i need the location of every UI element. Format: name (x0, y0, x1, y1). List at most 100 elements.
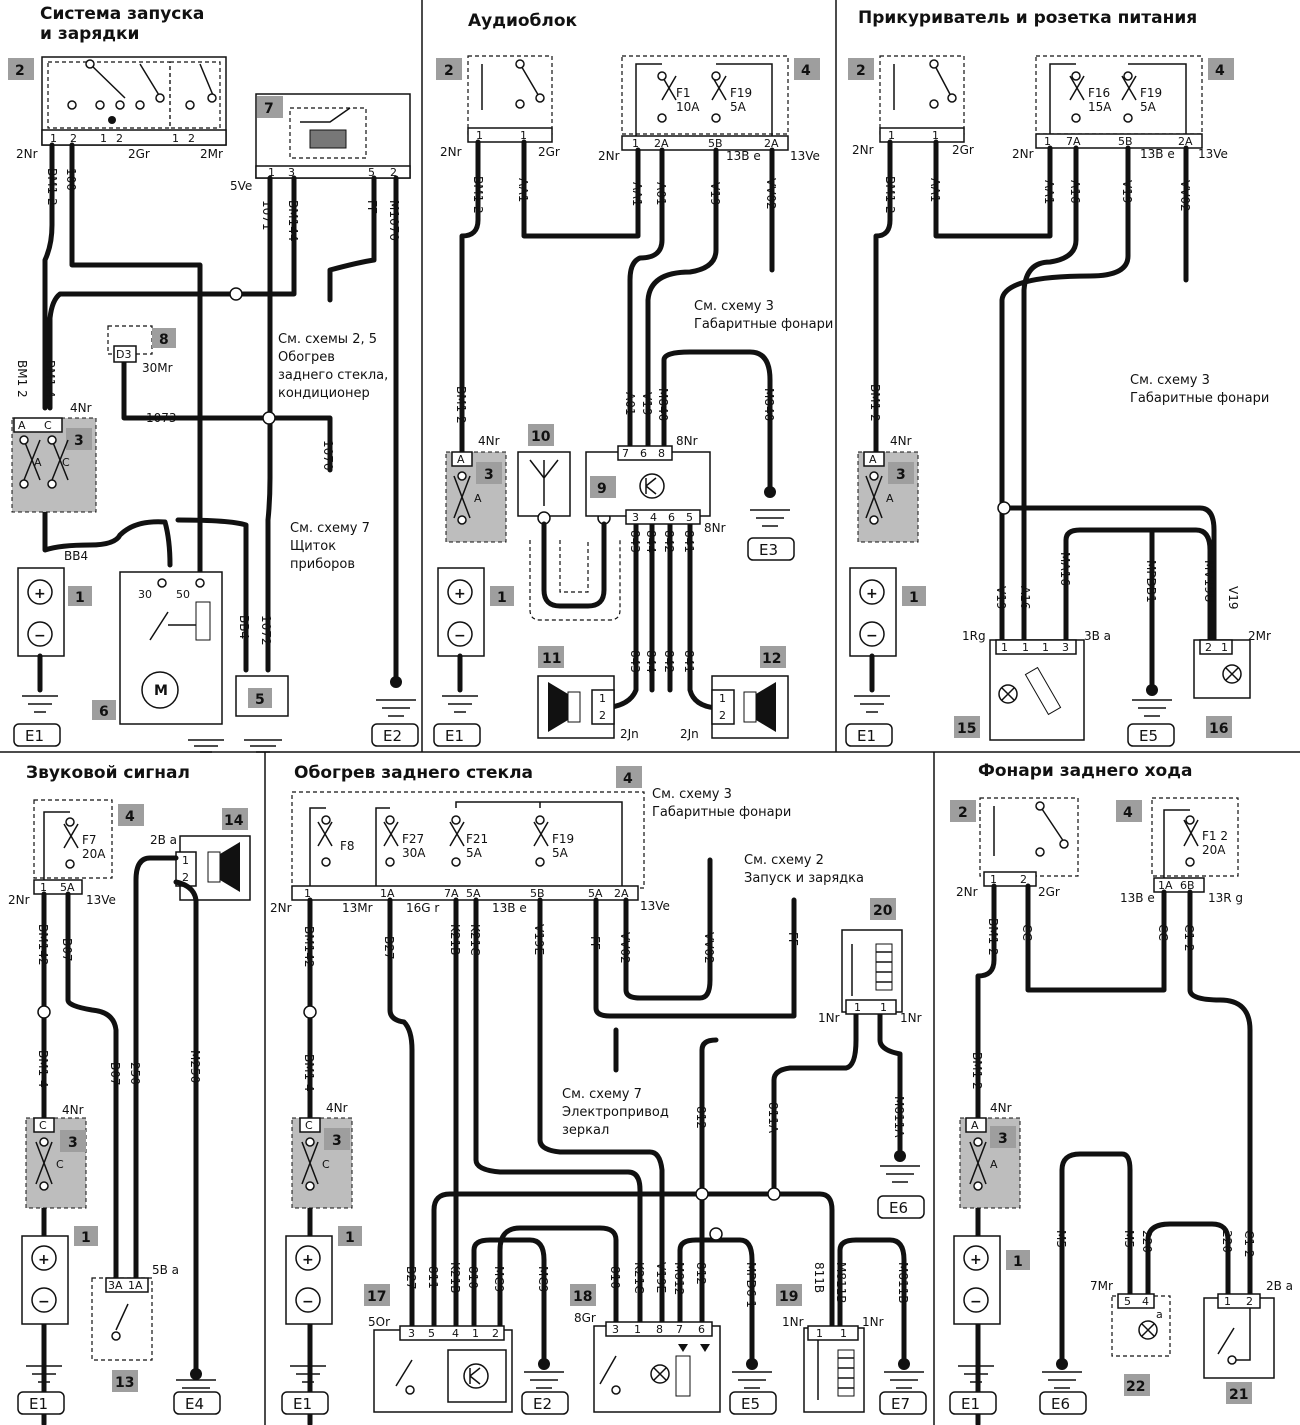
pin-label: 1 (1022, 641, 1029, 654)
wire-label: 100 (64, 168, 78, 191)
wire-label: 220 (1220, 1230, 1234, 1253)
component-label-11: 11 (542, 651, 561, 667)
pin-label: 30 (138, 588, 152, 601)
pin-label: 7 (676, 1323, 683, 1336)
fuse-label: F19 (730, 86, 752, 100)
component-label-7: 7 (264, 101, 274, 117)
pin-label: 1A (380, 887, 395, 900)
connector-label: 1Nr (818, 1011, 840, 1025)
wire-label: M5 (1122, 1230, 1136, 1248)
fuse-label: 5A (466, 846, 483, 860)
component-label-4: 4 (125, 809, 135, 825)
pin-label: 1 (632, 137, 639, 150)
pin-label: 2 (1020, 873, 1027, 886)
pin-label: A (34, 456, 42, 469)
wire-label: MPD6 1 (744, 1262, 758, 1308)
wire-label: MC9 (492, 1266, 506, 1292)
wire-label: B27 (382, 936, 396, 960)
connector-label: 7Mr (1090, 1279, 1113, 1293)
ground-label-e5: E5 (741, 1395, 760, 1413)
note-text: См. схему 3 (694, 299, 774, 314)
connector-label: 4Nr (62, 1103, 84, 1117)
pin-label: 8 (656, 1323, 663, 1336)
connector-label: 13Ve (790, 149, 820, 163)
pin-label: 2 (1205, 641, 1212, 654)
ground-label-e1: E1 (293, 1395, 312, 1413)
wire-label: VV02 (618, 932, 632, 964)
pin-label: A (18, 419, 26, 432)
pin-label: 3 (612, 1323, 619, 1336)
wire-label: BM142 (302, 926, 316, 968)
ground-label-e6: E6 (889, 1199, 908, 1217)
pin-label: 3 (1062, 641, 1069, 654)
wire-label: BM1 2 (45, 168, 59, 206)
connector-label: 13B e (726, 149, 761, 163)
pin-label: a (1156, 1308, 1163, 1321)
pin-label: 1 (880, 1001, 887, 1014)
note-text: См. схему 7 (562, 1087, 642, 1102)
wire-label: K21C (468, 924, 482, 956)
pin-label: 5A (466, 887, 481, 900)
wire-label: AA1 (928, 178, 942, 202)
component-label-2: 2 (856, 63, 866, 79)
battery-plus-icon: + (38, 1252, 50, 1268)
pin-label: A (474, 492, 482, 505)
ground-label-e3: E3 (759, 541, 778, 559)
battery-minus-icon: − (866, 628, 878, 644)
note-text: Габаритные фонари (694, 317, 833, 332)
pin-label: 2A (654, 137, 669, 150)
wire-label: 811B (812, 1262, 826, 1293)
battery-plus-icon: + (970, 1252, 982, 1268)
note-text: См. схему 2 (744, 853, 824, 868)
wire-label: BM1 2 (454, 386, 468, 424)
pin-label: 1 (50, 132, 57, 145)
wire-label: C1 2 (1182, 924, 1196, 951)
pin-label: 1 (172, 132, 179, 145)
wire-label: AA1 (1042, 180, 1056, 204)
component-label-1: 1 (345, 1230, 355, 1246)
pin-label: 2 (116, 132, 123, 145)
pin-label: 2 (70, 132, 77, 145)
fuse-label: F27 (402, 832, 424, 846)
component-label-13: 13 (115, 1375, 134, 1391)
ground-label-e1: E1 (445, 727, 464, 745)
component-label-3: 3 (998, 1131, 1008, 1147)
pin-label: A (990, 1158, 998, 1171)
battery-minus-icon: − (454, 628, 466, 644)
component-label-4: 4 (1123, 805, 1133, 821)
component-label-1: 1 (497, 590, 507, 606)
fuse-label: 5A (730, 100, 747, 114)
pin-label: C (322, 1158, 330, 1171)
pin-label: 1 (476, 129, 483, 142)
connector-label: 1Nr (900, 1011, 922, 1025)
wire-label: M840 (656, 388, 670, 421)
connector-label: 13Mr (342, 901, 373, 915)
connector-label: 2Gr (128, 147, 150, 161)
wire-label: B27 (404, 1266, 418, 1290)
component-label-18: 18 (573, 1289, 592, 1305)
pin-label: 4 (452, 1327, 459, 1340)
pin-label: D3 (116, 348, 131, 361)
connector-label: 2Nr (270, 901, 292, 915)
connector-label: 2Nr (1012, 147, 1034, 161)
panel-title-rear-heat: Обогрев заднего стекла (294, 763, 533, 783)
ground-label-e2: E2 (383, 727, 402, 745)
fuse-label: 10A (676, 100, 700, 114)
component-label-4: 4 (623, 771, 633, 787)
connector-label: 1Nr (782, 1315, 804, 1329)
component-label-1: 1 (81, 1230, 91, 1246)
note-text: приборов (290, 557, 355, 572)
note-text: Габаритные фонари (652, 805, 791, 820)
pin-label: C (39, 1119, 47, 1132)
pin-label: 2A (1178, 135, 1193, 148)
wire-label: VV02 (764, 178, 778, 210)
battery-plus-icon: + (454, 586, 466, 602)
wire-label: BM1 2 (883, 176, 897, 214)
connector-label: 4Nr (326, 1101, 348, 1115)
note-text: зеркал (562, 1123, 609, 1138)
note-text: См. схемы 2, 5 (278, 332, 377, 347)
wire-label: 843 (628, 650, 642, 673)
pin-label: 2 (188, 132, 195, 145)
pin-label: 2 (599, 709, 606, 722)
